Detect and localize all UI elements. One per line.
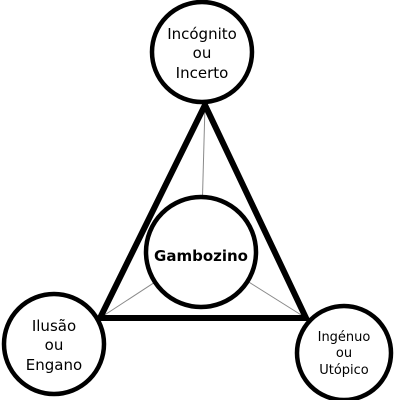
node-top-circle xyxy=(149,0,255,105)
node-left-line-2: ou xyxy=(45,336,64,354)
main-triangle xyxy=(95,98,311,321)
node-top-line-3: Incerto xyxy=(176,64,229,82)
node-left-line-3: Engano xyxy=(26,356,82,374)
node-center-label: Gambozino xyxy=(154,247,248,265)
node-right-line-2: ou xyxy=(336,346,352,361)
node-right-line-1: Ingénuo xyxy=(318,330,371,345)
node-right-label: Ingénuo ou Utópico xyxy=(318,330,371,378)
node-left-label: Ilusão ou Engano xyxy=(26,317,82,374)
node-left-circle xyxy=(1,291,107,397)
node-center-circle xyxy=(143,194,259,310)
node-right-line-3: Utópico xyxy=(319,363,369,378)
node-top-line-1: Incógnito xyxy=(167,25,237,43)
node-top-line-2: ou xyxy=(193,44,212,62)
node-left-line-1: Ilusão xyxy=(32,317,76,335)
node-top-label: Incógnito ou Incerto xyxy=(167,25,237,82)
node-right-circle xyxy=(294,303,394,400)
